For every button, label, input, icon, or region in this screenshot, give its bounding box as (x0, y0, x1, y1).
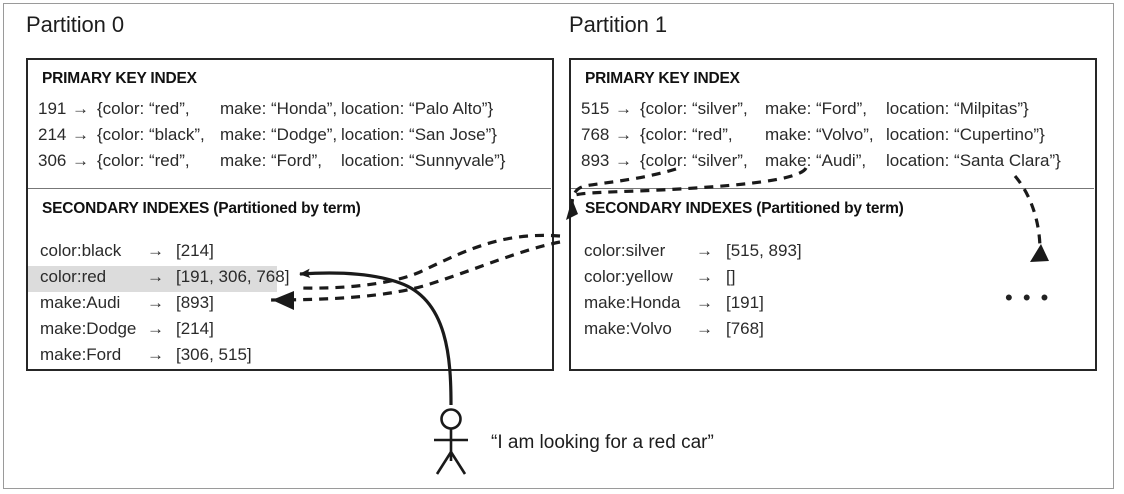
si-values: [306, 515] (176, 345, 252, 364)
arrow-icon: → (147, 319, 164, 338)
pk-location: location: “San Jose”} (341, 125, 497, 144)
si-values: [214] (176, 319, 214, 338)
arrow-icon: → (615, 99, 632, 118)
arrow-icon: → (147, 345, 164, 364)
pk-location: location: “Santa Clara”} (886, 151, 1061, 170)
pk-key: 515 (581, 99, 610, 118)
partition-0-box (26, 58, 554, 371)
si-term: color:yellow (584, 267, 673, 286)
si-term: make:Audi (40, 293, 121, 312)
pk-make: make: “Ford”, (765, 99, 868, 118)
arrow-icon: → (72, 125, 89, 144)
pk-key: 306 (38, 151, 67, 170)
partition-1-box (569, 58, 1097, 371)
pk-make: make: “Ford”, (220, 151, 323, 170)
pk-location: location: “Cupertino”} (886, 125, 1045, 144)
si-term: color:black (40, 241, 122, 260)
arrow-icon: → (72, 151, 89, 170)
user-quote: “I am looking for a red car” (491, 432, 714, 453)
pk-location: location: “Sunnyvale”} (341, 151, 506, 170)
partition-0-secondary-heading: SECONDARY INDEXES (Partitioned by term) (42, 200, 361, 217)
pk-color: {color: “silver”, (640, 99, 748, 118)
arrow-icon: → (696, 319, 713, 338)
partition-0-divider (28, 188, 551, 189)
arrow-icon: → (147, 267, 164, 286)
arrow-icon: → (147, 241, 164, 260)
si-values: [893] (176, 293, 214, 312)
pk-color: {color: “silver”, (640, 151, 748, 170)
arrow-icon: → (615, 151, 632, 170)
pk-make: make: “Honda”, (220, 99, 338, 118)
arrow-icon: → (147, 293, 164, 312)
pk-key: 768 (581, 125, 610, 144)
si-values: [768] (726, 319, 764, 338)
si-term: color:red (40, 267, 107, 286)
diagram-frame: Partition 0 PRIMARY KEY INDEX 191 → {col… (3, 3, 1114, 489)
pk-make: make: “Dodge”, (220, 125, 338, 144)
si-term: color:silver (584, 241, 666, 260)
si-values: [] (726, 267, 736, 286)
si-values: [191] (726, 293, 764, 312)
si-values: [191, 306, 768] (176, 267, 290, 286)
pk-location: location: “Milpitas”} (886, 99, 1029, 118)
partition-1-divider (571, 188, 1094, 189)
si-term: make:Ford (40, 345, 122, 364)
arrow-icon: → (696, 241, 713, 260)
pk-key: 893 (581, 151, 610, 170)
arrow-icon: → (72, 99, 89, 118)
partition-0-title: Partition 0 (26, 12, 124, 37)
highlight-band-color-red (28, 266, 277, 292)
arrow-icon: → (696, 267, 713, 286)
pk-location: location: “Palo Alto”} (341, 99, 494, 118)
pk-color: {color: “black”, (97, 125, 205, 144)
si-term: make:Dodge (40, 319, 137, 338)
partition-1-primary-heading: PRIMARY KEY INDEX (585, 70, 740, 87)
pk-key: 191 (38, 99, 67, 118)
si-values: [214] (176, 241, 214, 260)
pk-key: 214 (38, 125, 67, 144)
arrow-icon: → (696, 293, 713, 312)
pk-make: make: “Audi”, (765, 151, 867, 170)
overflow-ellipsis: • • • (1005, 285, 1051, 310)
partition-1-title: Partition 1 (569, 12, 667, 37)
si-term: make:Volvo (584, 319, 672, 338)
si-values: [515, 893] (726, 241, 802, 260)
partition-0-primary-heading: PRIMARY KEY INDEX (42, 70, 197, 87)
partition-1-secondary-heading: SECONDARY INDEXES (Partitioned by term) (585, 200, 904, 217)
pk-color: {color: “red”, (97, 99, 190, 118)
pk-make: make: “Volvo”, (765, 125, 874, 144)
pk-color: {color: “red”, (640, 125, 733, 144)
pk-color: {color: “red”, (97, 151, 190, 170)
arrow-icon: → (615, 125, 632, 144)
si-term: make:Honda (584, 293, 681, 312)
